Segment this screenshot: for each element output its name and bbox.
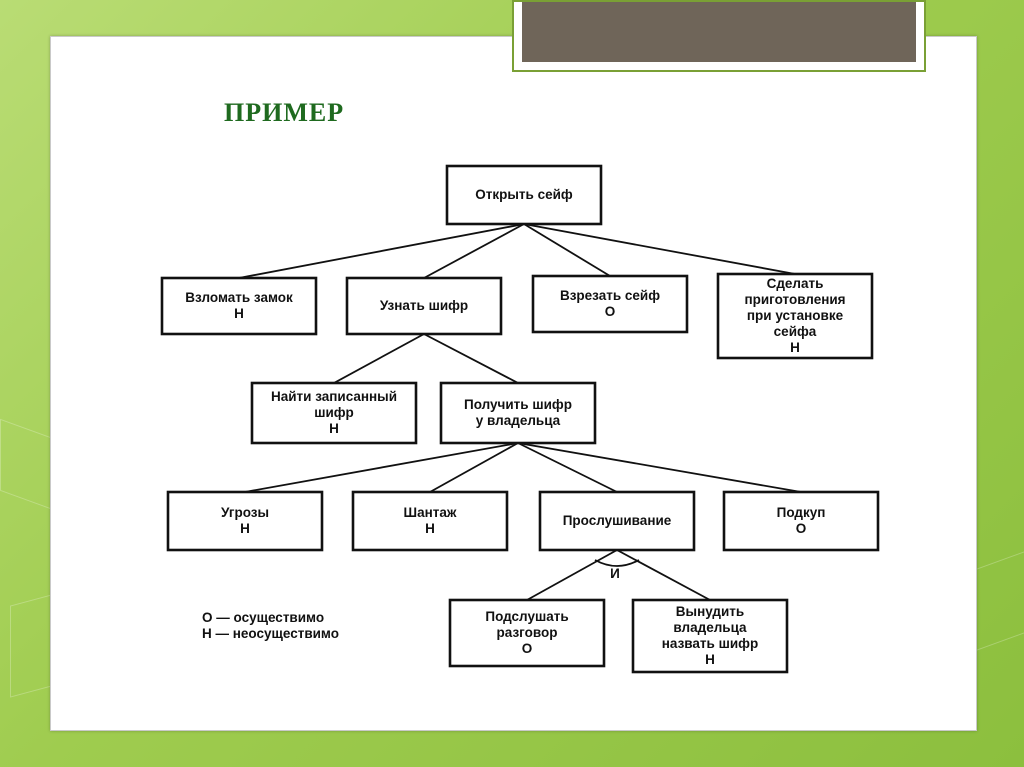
node-label: назвать шифр <box>662 636 758 651</box>
edge-owner-listen <box>517 442 618 493</box>
edges-layer <box>238 223 802 601</box>
node-box <box>160 276 318 336</box>
node-label: Найти записанный <box>271 389 397 404</box>
edge-listen-force <box>616 549 711 601</box>
node-label: Угрозы <box>221 505 269 520</box>
edge-learn-owner <box>423 333 519 384</box>
node-label: Взломать замок <box>185 290 293 305</box>
node-box <box>445 164 603 226</box>
node-label: Н <box>790 340 800 355</box>
node-label: Шантаж <box>404 505 457 520</box>
node-label: Сделать <box>767 276 824 291</box>
edge-root-lock <box>238 223 525 279</box>
edge-owner-threat <box>244 442 519 493</box>
node-label: Н <box>234 306 244 321</box>
node-label: шифр <box>314 405 354 420</box>
node-label: О <box>796 521 807 536</box>
node-label: Н <box>329 421 339 436</box>
edge-learn-find <box>333 333 425 384</box>
node-label: Вынудить <box>676 604 744 619</box>
node-label: Получить шифр <box>464 397 572 412</box>
node-box <box>439 381 597 445</box>
and-arc <box>594 559 640 567</box>
node-box <box>345 276 503 336</box>
edge-root-prep <box>523 223 796 275</box>
node-label: Открыть сейф <box>475 187 573 202</box>
edge-owner-blackmail <box>429 442 519 493</box>
edge-root-cut <box>523 223 611 277</box>
node-label: владельца <box>673 620 747 635</box>
node-label: Н <box>425 521 435 536</box>
node-box <box>716 272 874 360</box>
node-label: разговор <box>497 625 558 640</box>
node-box <box>631 598 789 674</box>
node-box <box>448 598 606 668</box>
node-label: Подслушать <box>485 609 568 624</box>
node-box <box>351 490 509 552</box>
node-box <box>250 381 418 445</box>
slide-heading: ПРИМЕР <box>224 98 345 127</box>
node-label: Прослушивание <box>563 513 672 528</box>
node-label: О <box>605 304 616 319</box>
node-label: при установке <box>747 308 844 323</box>
legend-entry: Н — неосуществимо <box>202 626 339 641</box>
node-box <box>722 490 880 552</box>
node-root: Открыть сейф <box>445 164 603 226</box>
legend-entry: О — осуществимо <box>202 610 324 625</box>
node-box <box>531 274 689 334</box>
node-label: О <box>522 641 533 656</box>
node-label: сейфа <box>774 324 817 339</box>
edge-listen-overhear <box>526 549 618 601</box>
edge-owner-bribe <box>517 442 802 493</box>
node-label: Взрезать сейф <box>560 288 660 303</box>
edge-root-learn <box>423 223 525 279</box>
node-label: приготовления <box>744 292 845 307</box>
and-label: И <box>610 566 620 581</box>
node-label: Н <box>705 652 715 667</box>
node-label: Узнать шифр <box>380 298 468 313</box>
title-placeholder-fill <box>522 2 916 62</box>
node-learn: Узнать шифр <box>345 276 503 336</box>
title-placeholder-frame <box>512 0 926 72</box>
node-listen: Прослушивание <box>538 490 696 552</box>
node-label: Н <box>240 521 250 536</box>
node-label: у владельца <box>476 413 561 428</box>
node-label: Подкуп <box>777 505 826 520</box>
node-box <box>538 490 696 552</box>
node-box <box>166 490 324 552</box>
